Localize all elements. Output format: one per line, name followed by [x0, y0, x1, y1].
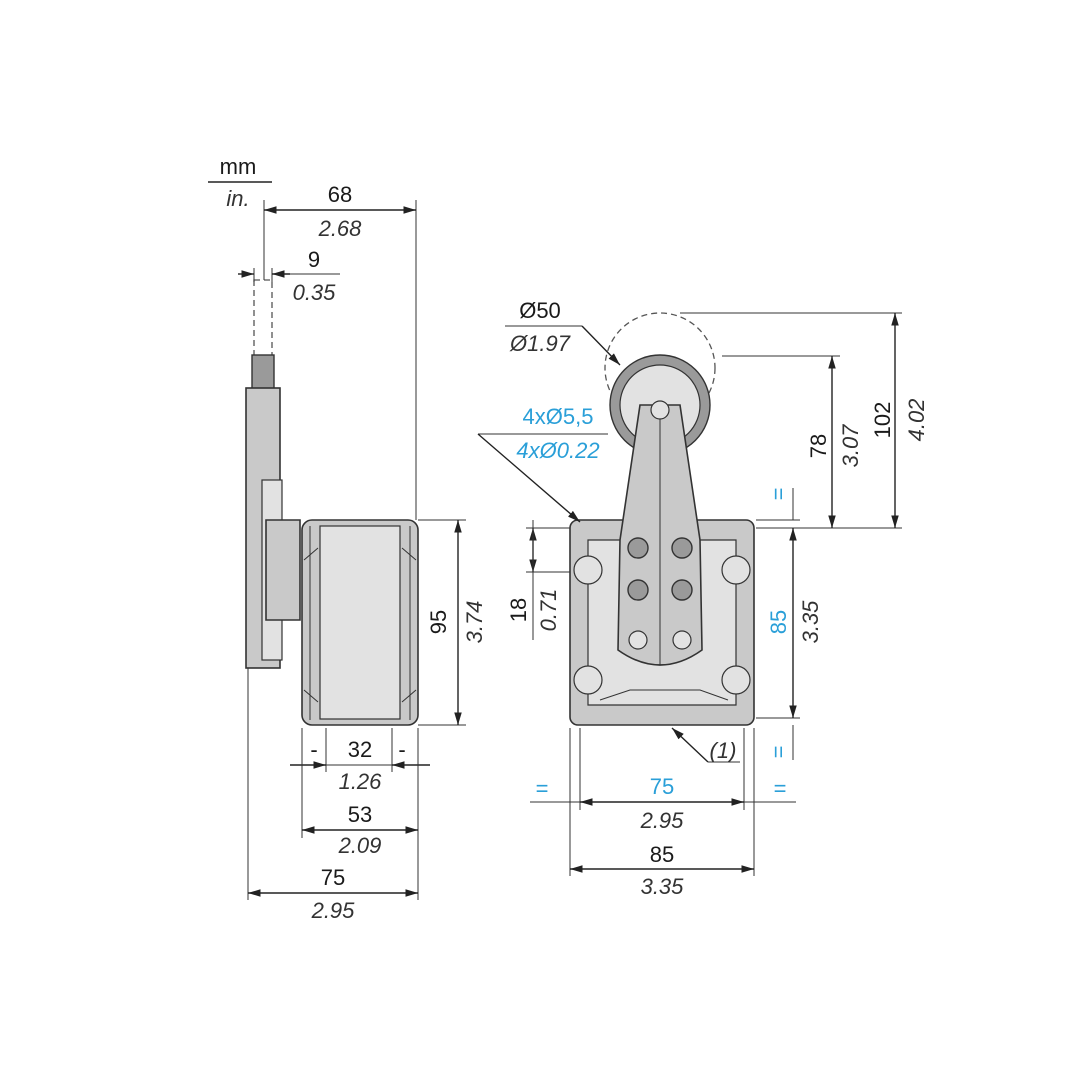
- dim-32-minus-right: -: [398, 737, 405, 762]
- lever-hole-4: [671, 579, 693, 601]
- lever-hole-1: [627, 537, 649, 559]
- unit-in: in.: [226, 186, 249, 211]
- dim-85h-in: 3.35: [641, 874, 685, 899]
- dim-85h-mm: 85: [650, 842, 674, 867]
- dim-75h-in: 2.95: [640, 808, 685, 833]
- front-view: Ø50 Ø1.97 4xØ5,5 4xØ0.22 102 4.02 78 3.0…: [477, 298, 929, 899]
- dim-78-in: 3.07: [838, 424, 863, 468]
- front-body-chamfer: [599, 689, 729, 701]
- shaft-hub: [265, 519, 301, 621]
- dim-75h-mm: 75: [650, 774, 674, 799]
- dim-53-mm: 53: [348, 802, 372, 827]
- dim-102-in: 4.02: [904, 399, 929, 442]
- dim-95-mm: 95: [426, 610, 451, 634]
- mount-hole-tl: [573, 555, 603, 585]
- side-view: 68 2.68 9 0.35 95 3.74 32 1.26 - - 53 2.…: [238, 182, 487, 923]
- units-legend: mm in.: [208, 154, 272, 211]
- dim-102-mm: 102: [870, 402, 895, 439]
- dim-32-in: 1.26: [339, 769, 383, 794]
- roller-axle: [650, 400, 670, 420]
- side-body-face: [319, 525, 401, 720]
- note1-leader: [671, 727, 709, 763]
- dim-75-in: 2.95: [311, 898, 356, 923]
- dim-95-in: 3.74: [462, 601, 487, 644]
- dim-68-mm: 68: [328, 182, 352, 207]
- mount-hole-tr: [721, 555, 751, 585]
- dim-53-in: 2.09: [338, 833, 382, 858]
- dim-85v-mm: 85: [766, 610, 791, 634]
- lever-hole-2: [671, 537, 693, 559]
- dim-dia50-mm: Ø50: [519, 298, 561, 323]
- dim-78-mm: 78: [806, 434, 831, 458]
- note-1: (1): [710, 738, 737, 763]
- dim-holes-mm: 4xØ5,5: [523, 404, 594, 429]
- eq-v-top: =: [766, 488, 791, 501]
- eq-v-bottom: =: [766, 746, 791, 759]
- eq-h-left: =: [536, 776, 549, 801]
- holes-leader: [477, 433, 581, 523]
- eq-h-right: =: [774, 776, 787, 801]
- roller-dashed-outline: [604, 312, 716, 424]
- dim-85v-in: 3.35: [798, 600, 823, 644]
- dim-holes-in: 4xØ0.22: [516, 438, 599, 463]
- lever-dashed-top: [253, 279, 273, 361]
- unit-mm: mm: [220, 154, 257, 179]
- mount-hole-br: [721, 665, 751, 695]
- dim-18-in: 0.71: [536, 589, 561, 632]
- lever-hole-6: [672, 630, 692, 650]
- dim-9-mm: 9: [308, 247, 320, 272]
- dim-dia50-in: Ø1.97: [509, 331, 571, 356]
- dim-32-mm: 32: [348, 737, 372, 762]
- dim-9-in: 0.35: [293, 280, 337, 305]
- dim-75-mm: 75: [321, 865, 345, 890]
- dia50-leader: [581, 325, 621, 366]
- side-body-details: [303, 547, 417, 703]
- dim-68-in: 2.68: [318, 216, 363, 241]
- mount-hole-bl: [573, 665, 603, 695]
- lever-hole-3: [627, 579, 649, 601]
- dim-32-minus-left: -: [310, 737, 317, 762]
- lever-hole-5: [628, 630, 648, 650]
- dim-18-mm: 18: [506, 598, 531, 622]
